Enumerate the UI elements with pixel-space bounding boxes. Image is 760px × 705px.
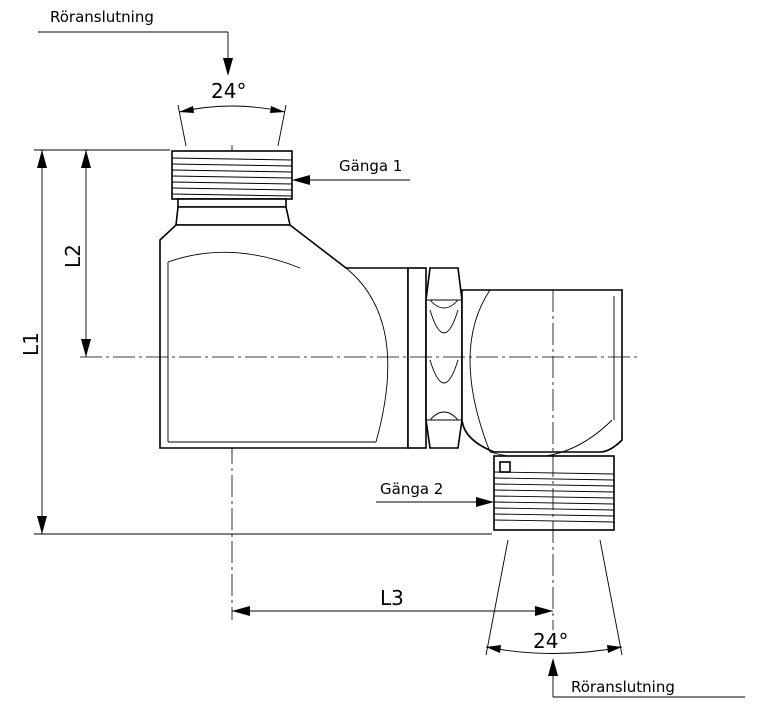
label-pipe-connection-top: Röranslutning bbox=[50, 8, 154, 26]
top-thread-nipple bbox=[171, 150, 293, 226]
label-L2: L2 bbox=[61, 244, 85, 268]
label-angle-bottom: 24° bbox=[533, 629, 568, 653]
bottom-thread-nipple bbox=[493, 455, 615, 531]
label-L1: L1 bbox=[19, 332, 43, 356]
bottom-pipe-connection-leader bbox=[548, 658, 745, 698]
label-thread-1: Gänga 1 bbox=[339, 157, 402, 175]
thread-1-leader bbox=[292, 175, 410, 185]
right-swivel-body bbox=[461, 289, 623, 458]
label-pipe-connection-bottom: Röranslutning bbox=[571, 678, 675, 696]
thread-2-leader bbox=[376, 497, 494, 507]
top-pipe-connection-leader bbox=[38, 31, 233, 76]
dimension-L2 bbox=[81, 150, 91, 357]
label-L3: L3 bbox=[380, 586, 404, 610]
dimension-L3 bbox=[232, 606, 553, 616]
top-angle-dimension bbox=[177, 104, 287, 147]
dimension-L1 bbox=[37, 150, 47, 534]
bottom-angle-dimension bbox=[485, 539, 623, 656]
left-elbow-body bbox=[159, 224, 409, 449]
hex-nut bbox=[425, 267, 463, 449]
label-angle-top: 24° bbox=[211, 79, 246, 103]
collar-ring bbox=[407, 267, 427, 449]
label-thread-2: Gänga 2 bbox=[380, 480, 443, 498]
